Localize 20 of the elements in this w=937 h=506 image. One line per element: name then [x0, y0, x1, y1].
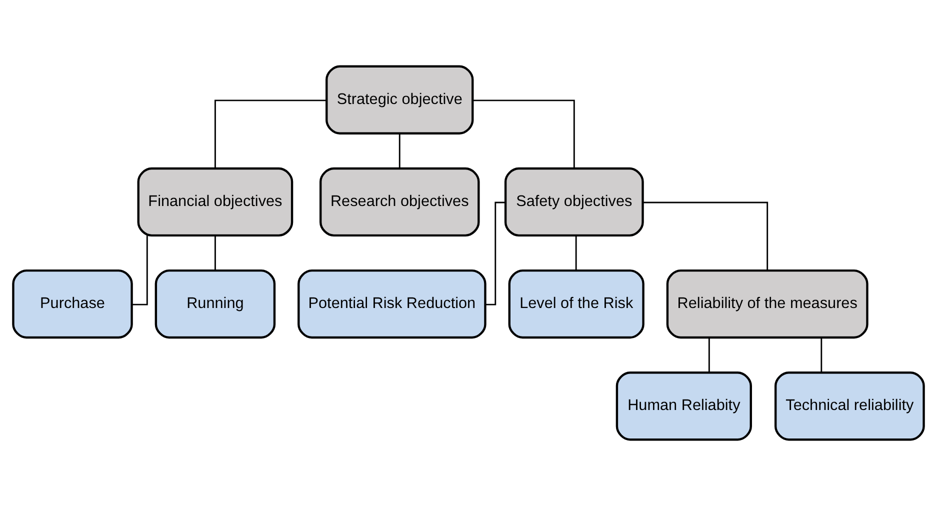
- node-box: Human Reliabity: [616, 372, 752, 441]
- node-box: Running: [154, 269, 276, 339]
- connector: [214, 236, 216, 270]
- node-box: Technical reliability: [774, 372, 925, 441]
- node-box: Safety objectives: [504, 167, 644, 237]
- node-box: Financial objectives: [137, 167, 294, 237]
- connector: [820, 338, 822, 372]
- node-box: Purchase: [12, 269, 133, 339]
- connector: [642, 202, 768, 271]
- connector: [485, 202, 506, 306]
- node-box: Research objectives: [319, 167, 480, 237]
- node-box: Level of the Risk: [508, 269, 644, 339]
- connector: [398, 134, 400, 168]
- connector: [472, 100, 575, 168]
- node-box: Reliability of the measures: [666, 269, 868, 339]
- connector: [214, 100, 326, 168]
- node-box: Strategic objective: [326, 65, 474, 134]
- connector: [708, 338, 710, 372]
- connector: [575, 236, 577, 270]
- node-box: Potential Risk Reduction: [298, 269, 486, 339]
